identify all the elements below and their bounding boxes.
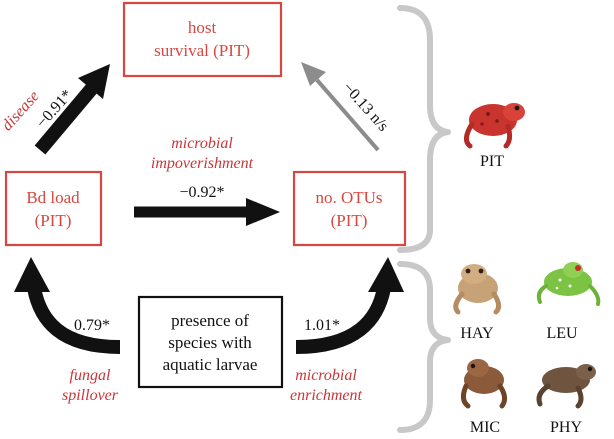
bd-load-line-1: Bd load [26,188,80,207]
frog-pit-image [464,103,525,149]
enrichment-arrow [295,257,404,354]
bd-load-node: Bd load (PIT) [4,170,103,247]
enrichment-label: 1.01* microbial enrichment [290,317,363,404]
spillover-text-2: spillover [62,387,119,404]
spillover-arrow [14,257,121,354]
otus-line-2: (PIT) [331,211,368,230]
enrichment-text-2: enrichment [290,387,363,404]
focal-brace [397,5,451,253]
disease-text: disease [0,88,43,134]
host-survival-line-1: host [188,18,217,37]
frog-phy-image [536,364,596,409]
impoverishment-coef: −0.92* [179,184,224,201]
impoverishment-arrow [134,198,280,226]
others-brace [397,261,451,433]
frog-leu-image [536,262,601,306]
spillover-coef: 0.79* [74,317,110,334]
frog-mic-label: MIC [470,419,500,436]
host-survival-line-2: survival (PIT) [154,41,250,60]
enrichment-coef: 1.01* [304,317,340,334]
otus-node: no. OTUs (PIT) [292,170,407,247]
presence-line-1: presence of [171,311,249,330]
impoverishment-text-1: microbial [171,135,233,152]
frog-leu-label: LEU [546,325,578,342]
bd-load-line-2: (PIT) [35,211,72,230]
presence-line-2: species with [168,333,252,352]
host-survival-node: host survival (PIT) [122,1,283,78]
presence-line-3: aquatic larvae [163,355,258,374]
presence-node: presence of species with aquatic larvae [137,295,284,389]
impoverishment-text-2: impoverishment [151,155,254,172]
spillover-label: 0.79* fungal spillover [62,317,119,404]
frog-hay-image [453,264,502,315]
otus-survival-arrow [301,62,380,152]
otus-survival-coef: −0.13 n/s [339,79,392,135]
frog-mic-image [460,359,508,409]
impoverishment-label: microbial impoverishment −0.92* [151,135,254,201]
frog-phy-label: PHY [550,419,582,436]
disease-arrow [34,64,110,155]
frog-pit-label: PIT [480,153,504,170]
otus-survival-label: −0.13 n/s [339,79,392,135]
otus-line-1: no. OTUs [315,188,382,207]
spillover-text-1: fungal [70,367,111,384]
frog-hay-label: HAY [460,325,494,342]
enrichment-text-1: microbial [295,367,357,384]
